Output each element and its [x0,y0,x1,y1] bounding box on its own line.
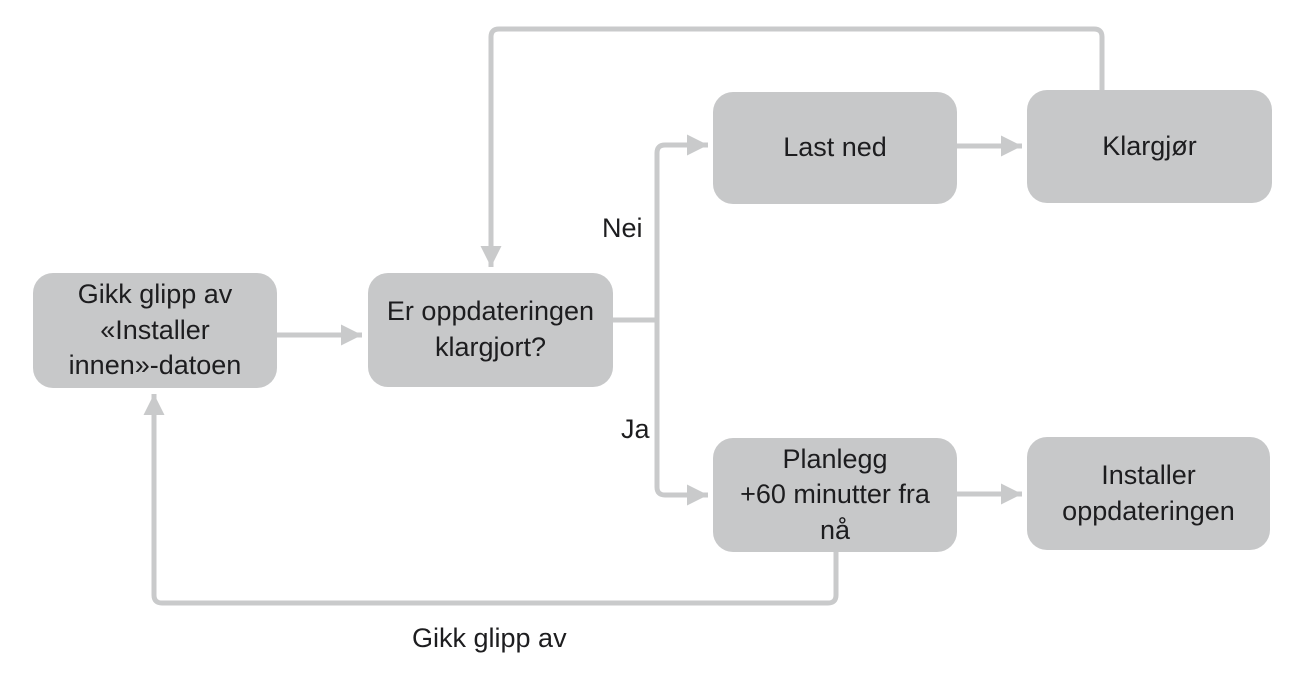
node-missed-date: Gikk glipp av «Installer innen»-datoen [33,273,277,388]
node-install-label: Installer oppdateringen [1062,459,1235,526]
edge-label-gikk-glipp-av: Gikk glipp av [412,623,567,653]
node-is-prepared: Er oppdateringen klargjort? [368,273,613,387]
node-missed-date-label: Gikk glipp av «Installer innen»-datoen [68,279,242,381]
node-prepare-label: Klargjør [1102,130,1197,161]
edge-question-to-schedule [654,318,708,506]
edge-label-nei: Nei [602,213,643,243]
node-schedule: Planlegg +60 minutter fra nå [713,438,957,552]
edge-schedule-to-missed [143,394,839,606]
edge-question-to-download [654,134,708,322]
edge-prepare-to-question [480,26,1105,267]
node-is-prepared-label: Er oppdateringen klargjort? [386,296,595,362]
node-install: Installer oppdateringen [1027,437,1270,550]
node-download: Last ned [713,92,957,204]
node-download-label: Last ned [783,132,887,163]
edge-label-ja: Ja [621,414,650,444]
node-schedule-label: Planlegg +60 minutter fra nå [740,443,930,545]
node-prepare: Klargjør [1027,90,1272,203]
